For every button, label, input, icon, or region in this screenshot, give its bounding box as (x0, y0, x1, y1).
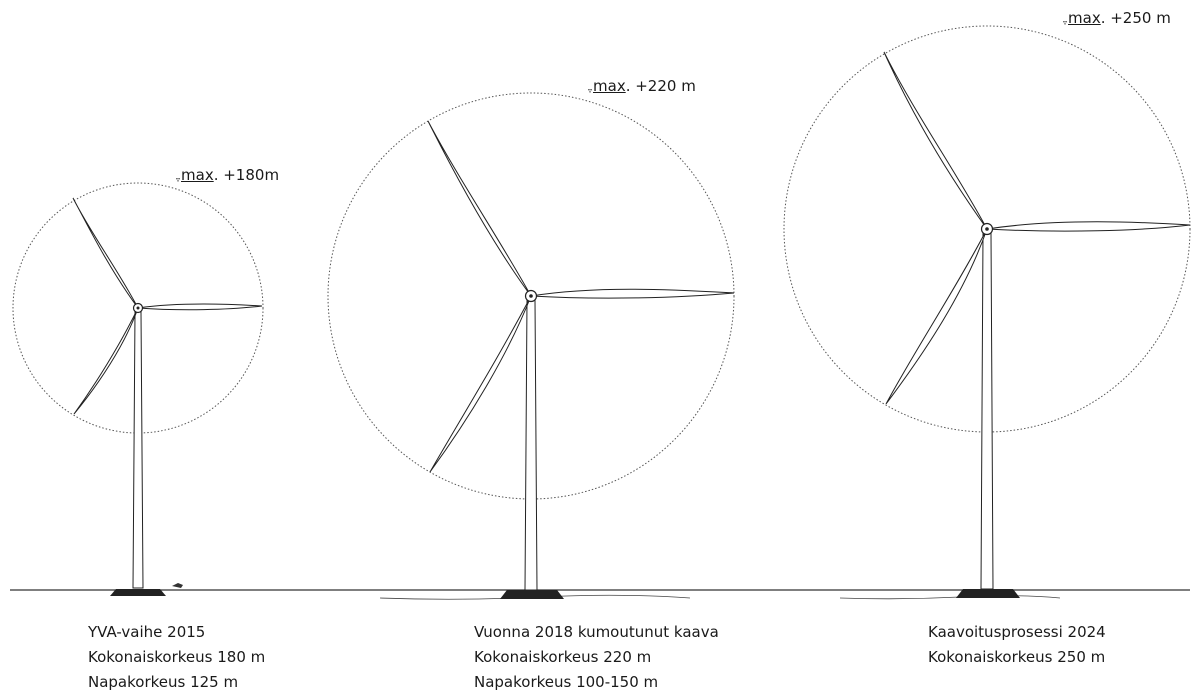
blade (73, 307, 139, 415)
caption-title: Vuonna 2018 kumoutunut kaava (474, 623, 719, 641)
blade (530, 288, 735, 299)
blade (986, 221, 1191, 232)
foundation (110, 589, 166, 596)
hub-center (136, 306, 140, 310)
triangle-marker-icon: ▿ (588, 86, 593, 95)
triangle-marker-icon: ▿ (1063, 18, 1068, 27)
caption-total-height: Kokonaiskorkeus 250 m (928, 648, 1106, 666)
foundation (956, 589, 1020, 598)
blade (427, 120, 532, 297)
blade (72, 197, 139, 309)
triangle-marker-icon: ▿ (176, 175, 181, 184)
max-height-label-2: ▿max. +220 m (588, 77, 696, 95)
caption-total-height: Kokonaiskorkeus 220 m (474, 648, 652, 666)
turbine-1-caption: YVA-vaihe 2015 Kokonaiskorkeus 180 m Nap… (88, 620, 265, 695)
turbine-2-caption: Vuonna 2018 kumoutunut kaava Kokonaiskor… (474, 620, 719, 695)
caption-hub-height: Napakorkeus 125 m (88, 673, 239, 691)
caption-hub-height: Napakorkeus 100-150 m (474, 673, 659, 691)
hub-center (529, 294, 533, 298)
turbine-3 (783, 25, 1191, 598)
hub-center (985, 227, 989, 231)
tower (132, 311, 144, 589)
caption-title: Kaavoitusprosessi 2024 (928, 623, 1106, 641)
max-height-label-1: ▿max. +180m (176, 166, 280, 184)
turbine-2 (327, 92, 735, 599)
ground-wave (839, 595, 1061, 600)
max-height-label-3: ▿max. +250 m (1063, 9, 1171, 27)
turbine-3-caption: Kaavoitusprosessi 2024 Kokonaiskorkeus 2… (928, 620, 1106, 670)
blade (885, 228, 988, 405)
small-object-icon (172, 583, 183, 588)
foundation (500, 590, 564, 599)
tower (980, 232, 994, 590)
tower (524, 299, 538, 591)
caption-title: YVA-vaihe 2015 (88, 623, 206, 641)
turbine-1 (12, 182, 264, 596)
caption-total-height: Kokonaiskorkeus 180 m (88, 648, 266, 666)
blade (137, 303, 263, 311)
blade (883, 51, 988, 230)
blade (429, 295, 532, 473)
